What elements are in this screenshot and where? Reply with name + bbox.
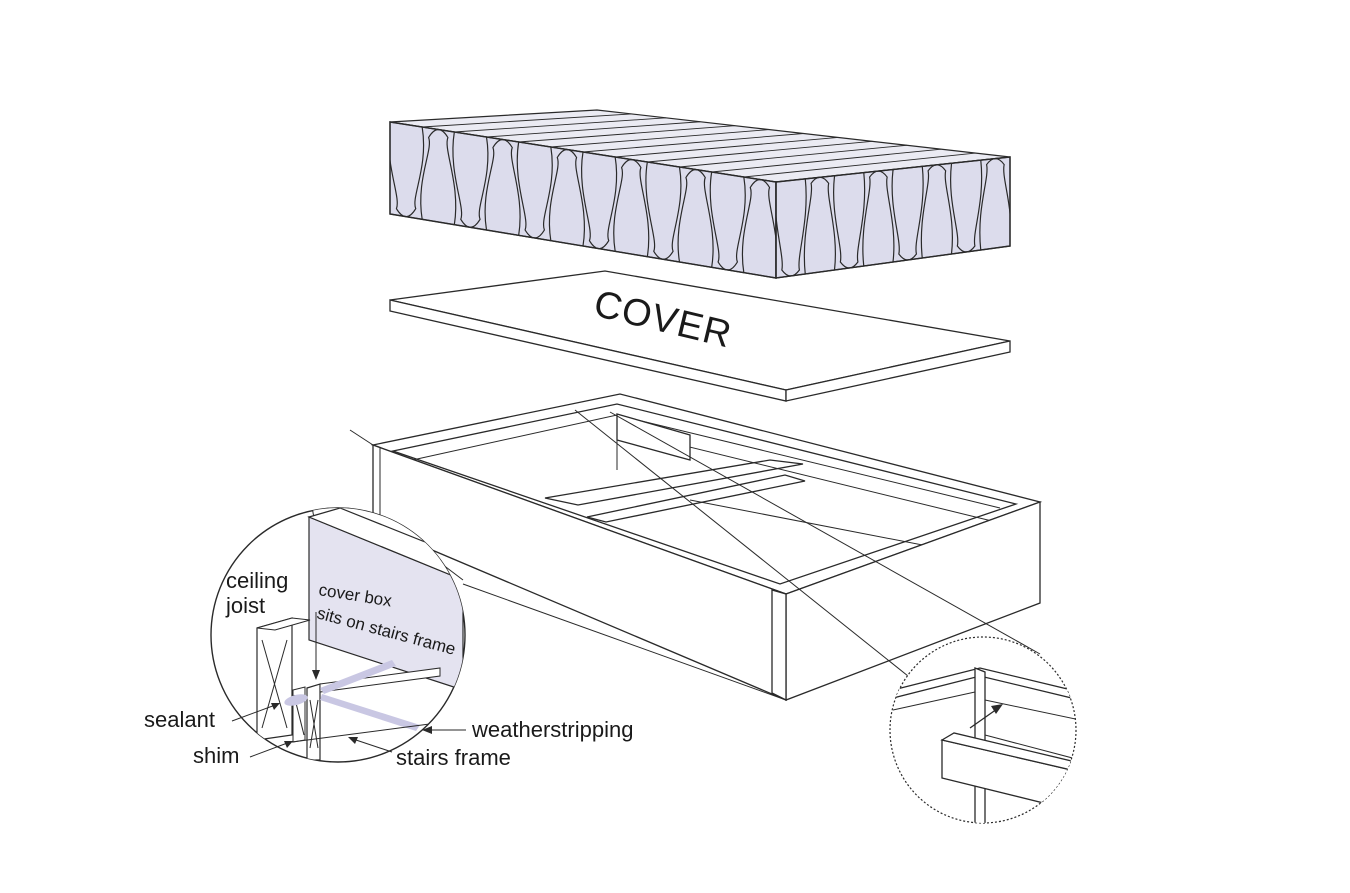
sealant-label: sealant [144,707,215,732]
right-detail-leader-lines [574,409,1041,677]
left-detail-callout: cover box sits on stairs frame [210,507,466,763]
insulation-top-groove [518,125,735,143]
shim-label: shim [193,743,239,768]
insulation-top-groove [647,140,873,163]
stairs-frame-label: stairs frame [396,745,511,770]
insulation-top-groove [486,121,701,138]
insulation-top-groove [550,129,770,148]
ceiling-joist-label-line2: joist [225,593,265,618]
right-detail-callout [889,636,1077,824]
insulation-batt [389,109,1011,279]
insulation-top-groove [615,136,838,158]
cover-panel: COVER [389,270,1011,402]
insulation-top-groove [679,144,907,168]
insulation-top-groove [743,152,976,178]
weatherstripping-label: weatherstripping [471,717,633,742]
cover-box [370,393,1043,702]
insulation-top-groove [454,117,666,133]
ceiling-joist-label-line1: ceiling [226,568,288,593]
insulation-top-groove [582,133,804,153]
labels: ceiling joist sealant shim weatherstripp… [144,568,633,770]
insulation-top-groove [422,113,632,128]
insulation-top-groove [711,148,942,173]
insulation-lobe [741,178,776,278]
